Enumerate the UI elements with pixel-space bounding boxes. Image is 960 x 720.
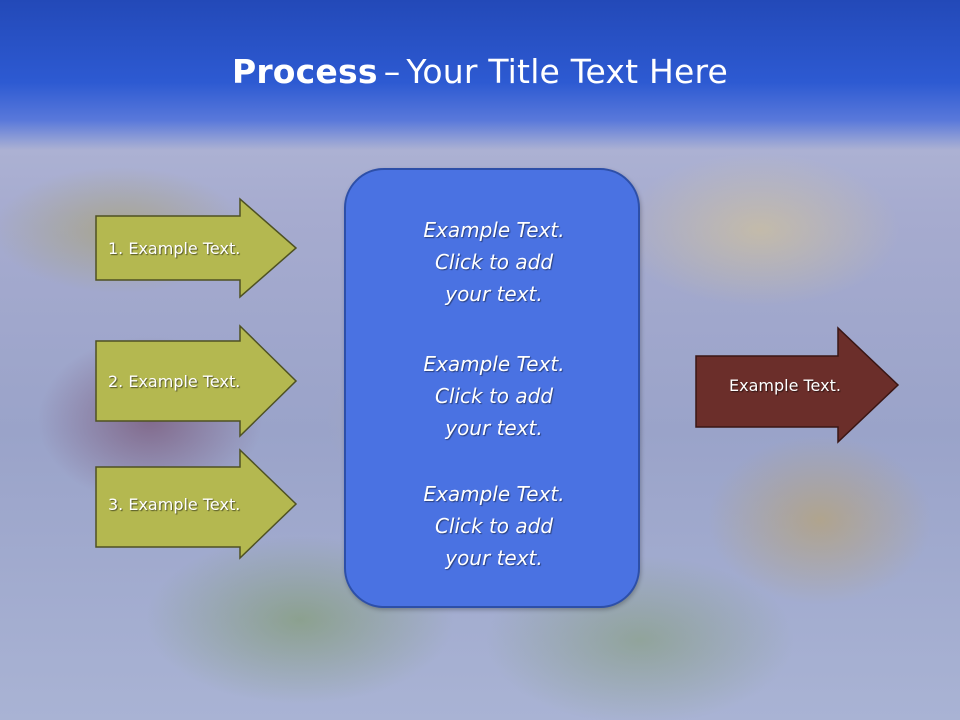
process-box-text-2[interactable]: Example Text. Click to add your text. [423,352,565,440]
input-arrow-3[interactable]: 3. Example Text. [95,448,298,560]
input-arrow-3-label: 3. Example Text. [108,494,241,514]
slide-title[interactable]: Process–Your Title Text Here [0,52,960,91]
process-box-text-1[interactable]: Example Text. Click to add your text. [423,218,565,306]
input-arrow-2-label: 2. Example Text. [108,371,241,391]
input-arrow-1-shape [95,197,298,299]
output-arrow[interactable]: Example Text. [695,326,900,444]
title-bar [0,0,960,150]
output-arrow-label: Example Text. [729,375,841,395]
input-arrow-2[interactable]: 2. Example Text. [95,324,298,438]
title-separator: – [383,52,401,91]
input-arrow-1[interactable]: 1. Example Text. [95,197,298,299]
input-arrow-2-shape [95,324,298,438]
process-box-text-3[interactable]: Example Text. Click to add your text. [423,482,565,570]
process-box[interactable]: Example Text. Click to add your text. Ex… [344,168,640,608]
title-rest-part: Your Title Text Here [406,52,729,91]
input-arrow-1-label: 1. Example Text. [108,238,241,258]
input-arrow-3-shape [95,448,298,560]
title-bold-part: Process [231,52,378,91]
output-arrow-shape [695,326,900,444]
